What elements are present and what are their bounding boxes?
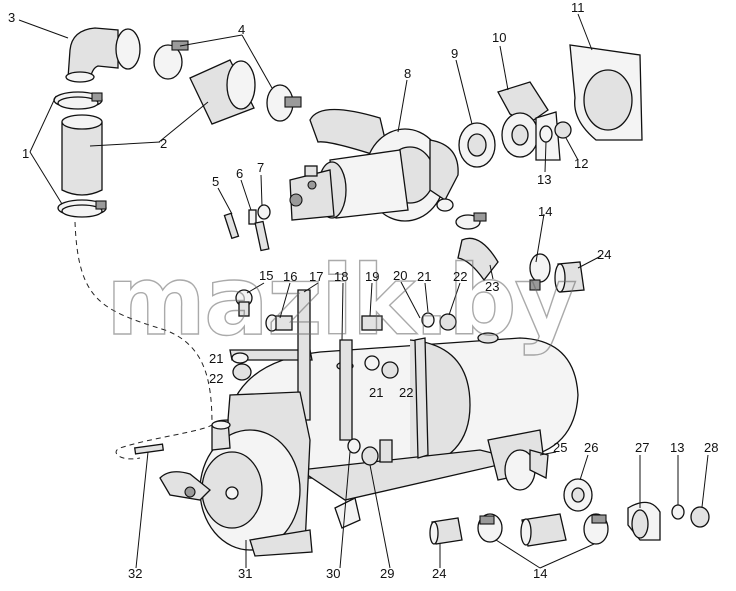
callout-6: 6	[236, 166, 243, 181]
callout-28: 28	[704, 440, 718, 455]
clamps-and-sleeve	[153, 40, 302, 125]
inlet-end-31	[133, 391, 313, 557]
callout-29: 29	[380, 566, 394, 581]
callout-10: 10	[492, 30, 506, 45]
callout-18: 18	[334, 269, 348, 284]
callout-14b: 14	[533, 566, 547, 581]
deflector-11	[569, 44, 643, 141]
callout-24: 24	[597, 247, 611, 262]
callout-1: 1	[22, 146, 29, 161]
callout-14: 14	[538, 204, 552, 219]
leader-lines	[18, 13, 709, 569]
lower-parts-24-28	[429, 478, 710, 547]
callout-13: 13	[537, 172, 551, 187]
exhaust-valve-10	[497, 81, 561, 161]
callout-5: 5	[212, 174, 219, 189]
callout-30: 30	[326, 566, 340, 581]
callout-8: 8	[404, 66, 411, 81]
flange-gasket-9	[458, 122, 496, 168]
callout-21b: 21	[209, 351, 223, 366]
callout-22b: 22	[209, 371, 223, 386]
callout-13b: 13	[670, 440, 684, 455]
callout-20: 20	[393, 268, 407, 283]
callout-27: 27	[635, 440, 649, 455]
callout-17: 17	[309, 269, 323, 284]
callout-22: 22	[453, 269, 467, 284]
callout-32: 32	[128, 566, 142, 581]
callout-19: 19	[365, 269, 379, 284]
callout-31: 31	[238, 566, 252, 581]
callout-7: 7	[257, 160, 264, 175]
turbocharger-8	[289, 108, 459, 222]
elbow-pipe-3	[65, 27, 141, 83]
callout-21: 21	[417, 269, 431, 284]
callout-4: 4	[238, 22, 245, 37]
callout-12: 12	[574, 156, 588, 171]
callout-24b: 24	[432, 566, 446, 581]
callout-26: 26	[584, 440, 598, 455]
callout-labels: 1 2 3 4 5 6 7 8 9 10 11 12 13 14 15 16 1…	[8, 0, 718, 581]
callout-9: 9	[451, 46, 458, 61]
callout-3: 3	[8, 10, 15, 25]
callout-16: 16	[283, 269, 297, 284]
hose-clamp-assembly-1	[53, 91, 107, 218]
callout-11: 11	[571, 0, 585, 15]
callout-21c: 21	[369, 385, 383, 400]
small-fittings-5-6-7	[223, 204, 271, 252]
callout-22c: 22	[399, 385, 413, 400]
callout-15: 15	[259, 268, 273, 283]
watermark-text: mazik.by	[106, 245, 576, 357]
callout-25: 25	[553, 440, 567, 455]
mounting-brackets	[229, 289, 457, 466]
callout-2: 2	[160, 136, 167, 151]
upper-connector-14-23-24	[455, 212, 585, 293]
callout-23: 23	[485, 279, 499, 294]
